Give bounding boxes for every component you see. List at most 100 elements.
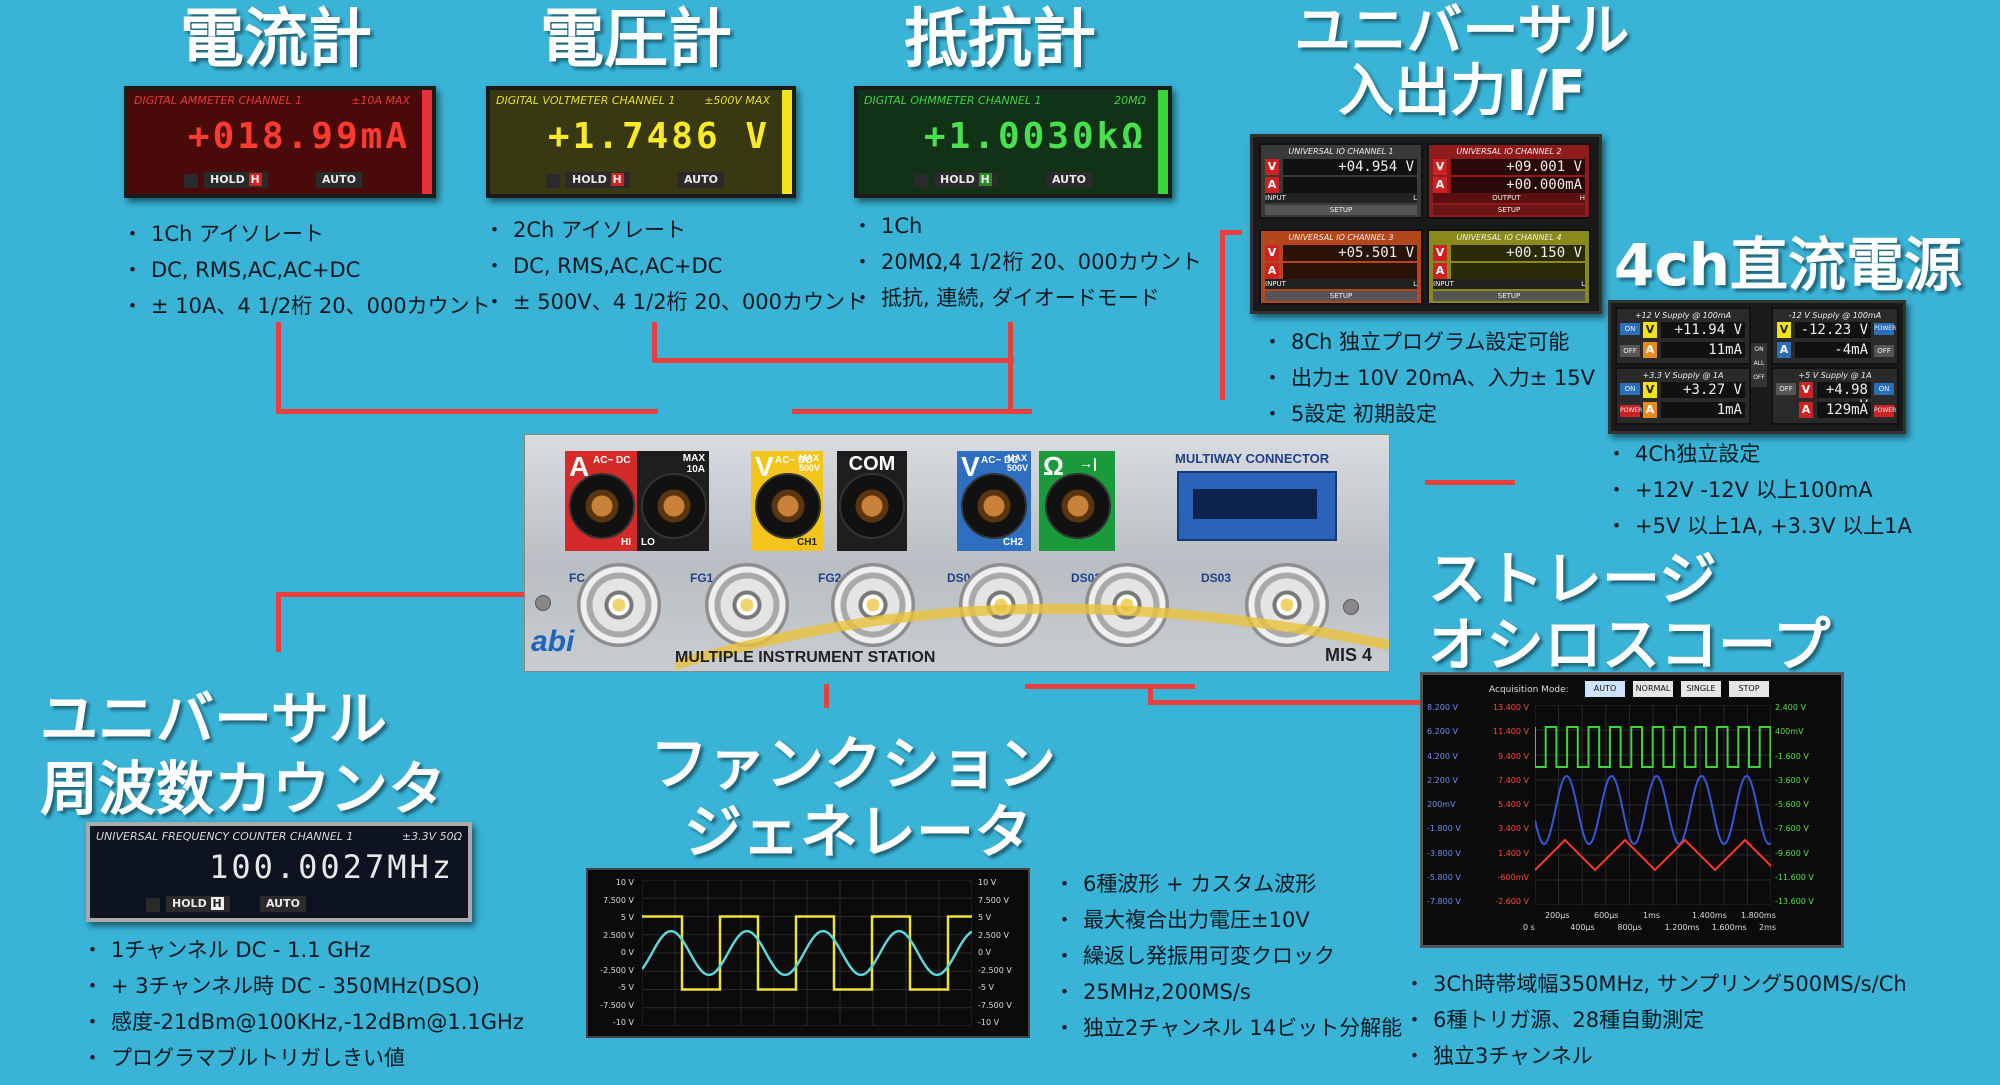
volt1-jack[interactable]	[755, 473, 821, 539]
acq-mode-button[interactable]: SINGLE	[1681, 681, 1721, 697]
time-tick-label: 1.600ms	[1711, 923, 1747, 932]
setup-button[interactable]: SETUP	[1265, 205, 1417, 215]
voltmeter-features: 2Ch アイソレート DC, RMS,AC,AC+DC ± 500V、4 1/2…	[484, 212, 866, 320]
bnc-label-fg1: FG1	[690, 571, 714, 585]
axis-tick-label: -3.600 V	[1775, 775, 1809, 785]
time-tick-label: 1.800ms	[1741, 911, 1776, 920]
power-button[interactable]: POWER	[1874, 323, 1896, 335]
connector-line	[1220, 230, 1242, 235]
hold-button[interactable]: HOLD H	[934, 172, 998, 188]
axis-tick-label: 2.500 V	[978, 930, 1009, 940]
axis-tick-label: 2.500 V	[603, 930, 634, 940]
io-channel-4[interactable]: UNIVERSAL IO CHANNEL 4 V+00.150 V A INPU…	[1427, 229, 1591, 305]
axis-tick-label: -2.500 V	[978, 965, 1012, 975]
acq-mode-button[interactable]: STOP	[1729, 681, 1769, 697]
dc-supply-title: 4ch直流電源	[1614, 231, 1963, 299]
auto-button[interactable]: AUTO	[316, 172, 362, 188]
hold-indicator	[546, 174, 560, 188]
ohm-jack[interactable]	[1045, 473, 1111, 539]
supply-ch-m12: -12 V Supply @ 100mA V-12.23 V A-4mA POW…	[1771, 307, 1899, 365]
auto-button[interactable]: AUTO	[260, 896, 306, 912]
setup-button[interactable]: SETUP	[1433, 291, 1585, 301]
ammeter-range: ±10A MAX	[351, 94, 410, 107]
time-tick-label: 1.200ms	[1664, 923, 1700, 932]
axis-tick-label: 7.500 V	[603, 895, 634, 905]
axis-tick-label: 11.400 V	[1492, 727, 1529, 737]
hold-button[interactable]: HOLD H	[566, 172, 630, 188]
axis-tick-label: 8.200 V	[1427, 703, 1458, 712]
supply-on-button[interactable]: ON	[1620, 323, 1640, 335]
supply-on-button[interactable]: ON	[1620, 383, 1640, 395]
supply-off-button[interactable]: OFF	[1620, 345, 1640, 357]
axis-tick-label: -7.600 V	[1775, 824, 1809, 834]
setup-button[interactable]: SETUP	[1433, 205, 1585, 215]
axis-tick-label: 5 V	[978, 913, 992, 922]
power-button[interactable]: POWER	[1874, 405, 1896, 417]
multiway-connector[interactable]	[1177, 471, 1337, 541]
io-channel-3[interactable]: UNIVERSAL IO CHANNEL 3 V+05.501 V A INPU…	[1259, 229, 1423, 305]
red-triangle-wave	[1535, 838, 1771, 872]
supply-off-button[interactable]: OFF	[1776, 383, 1796, 395]
ammeter-lo-jack[interactable]	[641, 473, 707, 539]
auto-button[interactable]: AUTO	[1046, 172, 1092, 188]
com-jack[interactable]	[839, 473, 905, 539]
hold-button[interactable]: HOLD H	[204, 172, 268, 188]
axis-tick-label: -3.800 V	[1427, 848, 1461, 858]
supply-off-button[interactable]: OFF	[1874, 345, 1894, 357]
scope-plot	[1535, 705, 1771, 905]
station-name: MULTIPLE INSTRUMENT STATION	[675, 649, 936, 666]
jack-block-ammeter: A AC~ DC MAX 10A HI LO	[565, 451, 709, 551]
setup-button[interactable]: SETUP	[1265, 291, 1417, 301]
universal-io-features: 8Ch 独立プログラム設定可能 出力± 10V 20mA、入力± 15V 5設定…	[1262, 324, 1595, 432]
ohmmeter-features: 1Ch 20MΩ,4 1/2桁 20、000カウント 抵抗, 連続, ダイオード…	[852, 208, 1202, 316]
auto-button[interactable]: AUTO	[678, 172, 724, 188]
all-on-button[interactable]: ON	[1754, 346, 1764, 353]
io-channel-2[interactable]: UNIVERSAL IO CHANNEL 2 V+09.001 V A+00.0…	[1427, 143, 1591, 219]
supply-on-button[interactable]: ON	[1874, 383, 1894, 395]
all-label: ALL	[1753, 360, 1765, 367]
axis-tick-label: -9.600 V	[1775, 848, 1809, 858]
acq-mode-button[interactable]: NORMAL	[1633, 681, 1673, 697]
ammeter-hi-jack[interactable]	[569, 473, 635, 539]
screw	[535, 595, 551, 611]
freq-counter-display: UNIVERSAL FREQUENCY COUNTER CHANNEL 1 ±3…	[86, 822, 472, 922]
bnc-fg1[interactable]	[705, 563, 789, 647]
axis-tick-label: 6.200 V	[1427, 727, 1458, 737]
voltmeter-value: +1.7486 V	[547, 116, 770, 157]
dc-supply-features: 4Ch独立設定 +12V -12V 以上100mA +5V 以上1A, +3.3…	[1606, 436, 1912, 544]
jack-block-volt2: V AC~ DC MAX 500V CH2	[957, 451, 1031, 551]
freq-counter-features: 1チャンネル DC - 1.1 GHz + 3チャンネル時 DC - 350MH…	[82, 932, 524, 1076]
axis-tick-label: 3.400 V	[1498, 824, 1529, 834]
power-button[interactable]: POWER	[1620, 405, 1642, 417]
connector-line	[824, 684, 829, 708]
time-tick-label: 200μs	[1545, 911, 1570, 920]
io-channel-1[interactable]: UNIVERSAL IO CHANNEL 1 V+04.954 V A INPU…	[1259, 143, 1423, 219]
hold-indicator	[184, 174, 198, 188]
acq-mode-button[interactable]: AUTO	[1585, 681, 1625, 697]
ohmmeter-header: DIGITAL OHMMETER CHANNEL 1	[864, 94, 1042, 107]
blue-sine-wave	[1535, 775, 1771, 846]
connector-line	[1148, 684, 1153, 704]
green-square-wave	[1535, 726, 1771, 768]
connector-line	[276, 322, 281, 414]
hold-button[interactable]: HOLD H	[166, 896, 230, 912]
bnc-label-ds03: DS03	[1201, 571, 1232, 585]
ammeter-value: +018.99mA	[187, 116, 410, 157]
axis-tick-label: -1.800 V	[1427, 824, 1461, 834]
all-off-button[interactable]: OFF	[1753, 374, 1765, 381]
ammeter-title: 電流計	[180, 3, 372, 77]
freq-counter-title: ユニバーサル 周波数カウンタ	[40, 685, 447, 823]
instrument-station: A AC~ DC MAX 10A HI LO V AC~ DC MAX 500V…	[524, 434, 1390, 672]
volt2-jack[interactable]	[961, 473, 1027, 539]
freq-range: ±3.3V 50Ω	[401, 830, 462, 843]
time-tick-label: 1.400ms	[1692, 911, 1727, 920]
bnc-label-fg2: FG2	[818, 571, 842, 585]
connector-line	[276, 592, 524, 597]
axis-tick-label: 7.500 V	[978, 895, 1009, 905]
yellow-square-wave	[642, 915, 972, 991]
freq-value: 100.0027MHz	[209, 848, 454, 886]
bnc-fc[interactable]	[577, 563, 661, 647]
bnc-fg2[interactable]	[831, 563, 915, 647]
connector-line	[276, 409, 658, 414]
